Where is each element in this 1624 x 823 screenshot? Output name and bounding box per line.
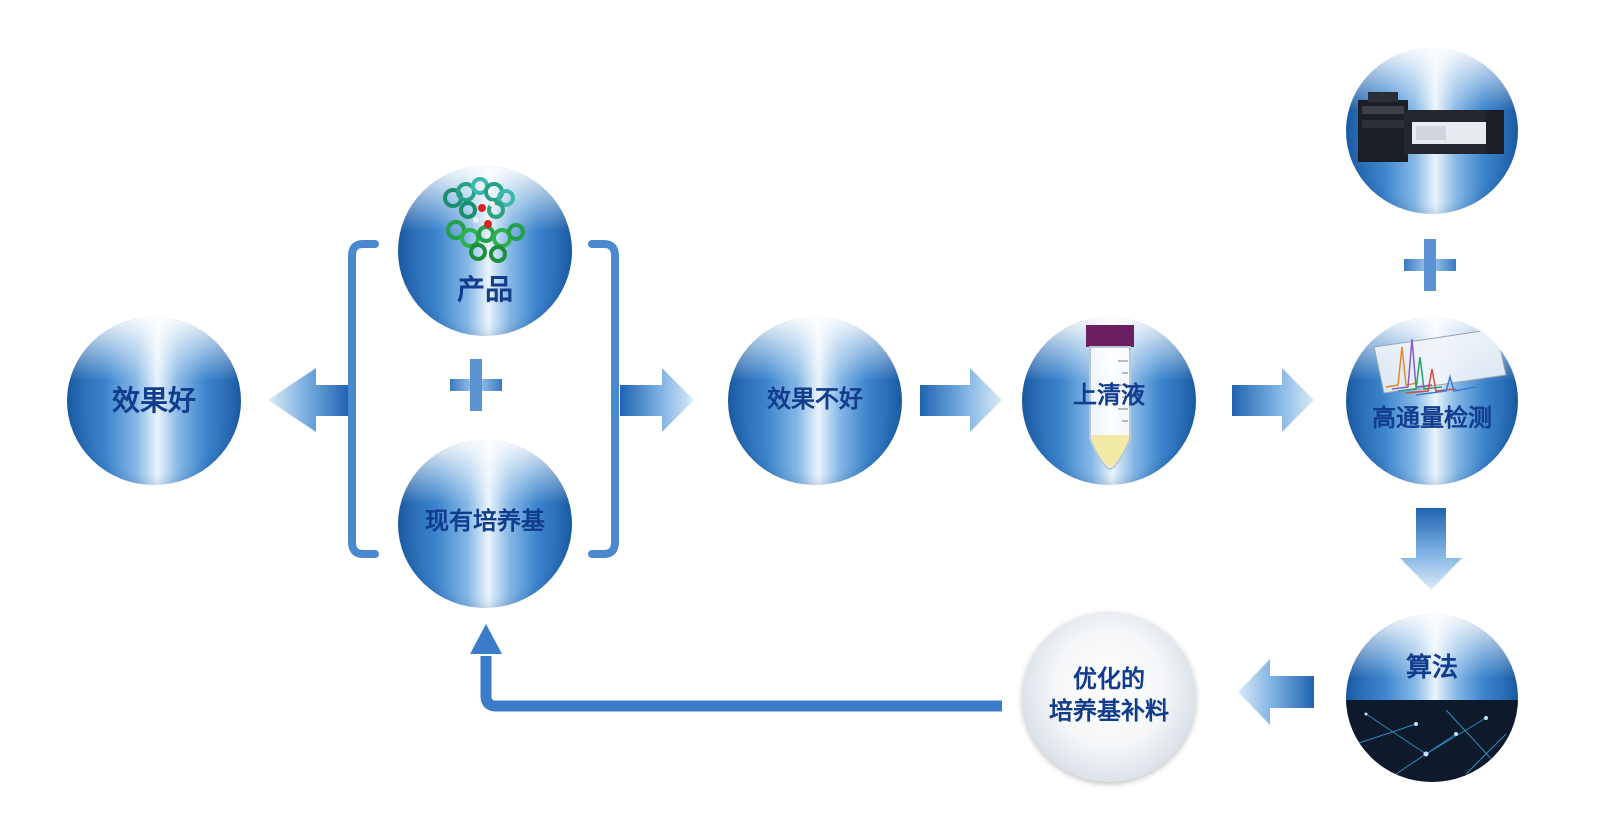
node-algorithm: 算法 [1346,614,1518,782]
node-medium: 现有培养基 [398,440,572,608]
return-arrow-line [480,656,1002,712]
arrow-to-algorithm [1400,508,1462,590]
node-optimized-line1: 优化的 [1073,665,1145,693]
arrow-to-bad [620,368,694,432]
arrow-to-optimized [1238,659,1314,725]
node-product: 产品 [398,166,572,336]
left-bracket [348,240,379,558]
spectrum-chart-icon [1373,328,1507,396]
node-optimized: 优化的 培养基补料 [1022,612,1196,782]
arrow-to-good [268,368,348,432]
centrifuge-tube-icon [1086,325,1134,471]
return-arrow-head [470,624,502,654]
plus-sign-right [1404,239,1456,291]
hplc-instrument-icon [1358,92,1504,162]
node-hts: 高通量检测 [1346,317,1518,485]
node-hts-label: 高通量检测 [1372,404,1492,432]
node-good-label: 效果好 [111,384,196,417]
node-supernatant-label: 上清液 [1073,381,1145,409]
network-data-icon [1346,700,1518,782]
node-optimized-line2: 培养基补料 [1049,697,1169,725]
plus-sign-left [450,359,502,411]
node-bad: 效果不好 [728,317,902,485]
node-algorithm-label: 算法 [1405,653,1458,683]
arrow-to-supernatant [920,368,1002,432]
node-supernatant: 上清液 [1022,317,1196,485]
node-medium-label: 现有培养基 [425,507,545,535]
protein-structure-icon [443,177,525,263]
right-bracket [588,240,619,558]
node-good: 效果好 [67,317,241,485]
arrow-to-hts [1232,368,1314,432]
node-instrument [1346,48,1518,214]
node-bad-label: 效果不好 [767,385,863,413]
node-product-label: 产品 [456,273,513,306]
